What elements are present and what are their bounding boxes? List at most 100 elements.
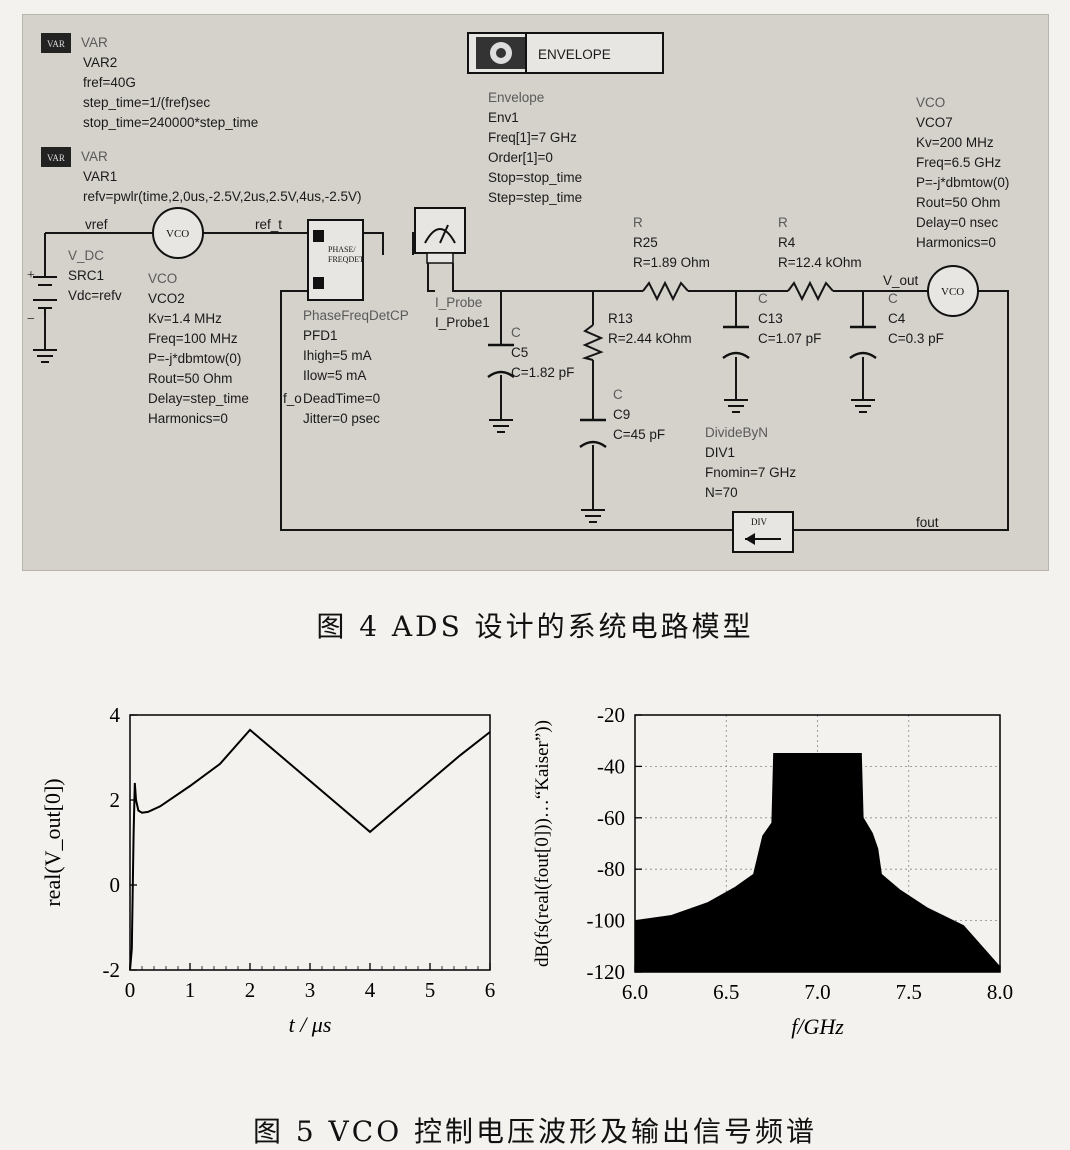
envelope-line-3: Order[1]=0 bbox=[488, 150, 553, 165]
var1-header: VAR bbox=[81, 149, 108, 164]
figure-5-caption: 图 5 VCO 控制电压波形及输出信号频谱 bbox=[252, 1115, 818, 1148]
envelope-line-2: Freq[1]=7 GHz bbox=[488, 130, 577, 145]
envelope-box: ENVELOPE bbox=[467, 32, 664, 74]
node-ref-t: ref_t bbox=[255, 217, 282, 232]
x-tick-label: 2 bbox=[245, 978, 256, 1002]
c5-symbol bbox=[487, 343, 515, 433]
x-tick-label: 8.0 bbox=[987, 980, 1013, 1004]
vco7-symbol-label: VCO bbox=[941, 286, 964, 298]
pfd-line-2: PFD1 bbox=[303, 328, 338, 343]
var2-name: VAR2 bbox=[83, 55, 117, 70]
y-tick-label: -80 bbox=[597, 857, 625, 881]
y-tick-label: 0 bbox=[110, 873, 121, 897]
r4-line-1: R bbox=[778, 215, 788, 230]
c4-params: C C4 C=0.3 pF bbox=[888, 291, 944, 346]
vco2-line-7: Delay=step_time bbox=[148, 391, 249, 406]
node-fout: fout bbox=[916, 515, 939, 530]
dc-source: + − bbox=[27, 268, 57, 363]
envelope-params: Envelope Env1 Freq[1]=7 GHz Order[1]=0 S… bbox=[488, 90, 582, 205]
vco7-line-2: Kv=200 MHz bbox=[916, 135, 994, 150]
pfd-line-1: PhaseFreqDetCP bbox=[303, 308, 409, 323]
div-block-text: DIV bbox=[751, 517, 767, 527]
y-tick-label: -120 bbox=[587, 960, 626, 984]
envelope-line-4: Stop=stop_time bbox=[488, 170, 582, 185]
envelope-line-5: Step=step_time bbox=[488, 190, 582, 205]
vco7-params: VCO VCO7 Kv=200 MHz Freq=6.5 GHz P=-j*db… bbox=[916, 95, 1009, 250]
y-tick-label: -20 bbox=[597, 703, 625, 727]
var2-line-3: stop_time=240000*step_time bbox=[83, 115, 258, 130]
svg-text:+: + bbox=[27, 268, 35, 283]
svg-text:VAR: VAR bbox=[47, 153, 65, 163]
var1-block: VAR VAR VAR1 refv=pwlr(time,2,0us,-2.5V,… bbox=[41, 147, 362, 204]
probe-params: I_Probe I_Probe1 bbox=[435, 295, 490, 330]
figure-4-caption: 图 4 ADS 设计的系统电路模型 bbox=[316, 610, 754, 643]
src1-line-2: SRC1 bbox=[68, 268, 104, 283]
x-tick-label: 0 bbox=[125, 978, 136, 1002]
r25-params: R R25 R=1.89 Ohm bbox=[633, 215, 710, 270]
svg-text:VAR: VAR bbox=[47, 39, 65, 49]
var2-header: VAR bbox=[81, 35, 108, 50]
x-tick-label: 7.0 bbox=[804, 980, 830, 1004]
src1-line-3: Vdc=refv bbox=[68, 288, 122, 303]
spectrum-area bbox=[634, 753, 1001, 973]
c13-params: C C13 C=1.07 pF bbox=[758, 291, 821, 346]
pfd-block: PHASE/ FREQDET bbox=[307, 219, 364, 301]
var1-name: VAR1 bbox=[83, 169, 117, 184]
c4-symbol bbox=[849, 325, 877, 413]
c13-line-1: C bbox=[758, 291, 768, 306]
x-tick-label: 4 bbox=[365, 978, 376, 1002]
y-tick-label: -60 bbox=[597, 806, 625, 830]
x-axis-label: f/GHz bbox=[791, 1014, 844, 1039]
svg-text:−: − bbox=[27, 312, 35, 327]
r25-line-3: R=1.89 Ohm bbox=[633, 255, 710, 270]
c13-line-3: C=1.07 pF bbox=[758, 331, 821, 346]
node-f-o: f_o bbox=[283, 391, 302, 406]
vco2-line-2: VCO2 bbox=[148, 291, 185, 306]
y-tick-label: -40 bbox=[597, 754, 625, 778]
div-params: DivideByN DIV1 Fnomin=7 GHz N=70 bbox=[705, 425, 796, 500]
pfd-line-4: Ilow=5 mA bbox=[303, 368, 366, 383]
envelope-line-1: Env1 bbox=[488, 110, 519, 125]
r25-line-2: R25 bbox=[633, 235, 658, 250]
src1-params: V_DC SRC1 Vdc=refv bbox=[68, 248, 122, 303]
c13-line-2: C13 bbox=[758, 311, 783, 326]
x-tick-label: 6 bbox=[485, 978, 496, 1002]
r13-symbol bbox=[581, 324, 604, 361]
series-line bbox=[129, 728, 491, 971]
r4-line-2: R4 bbox=[778, 235, 796, 250]
x-tick-label: 3 bbox=[305, 978, 316, 1002]
y-axis-label: real(V_out[0]) bbox=[40, 778, 65, 906]
div-line-1: DivideByN bbox=[705, 425, 768, 440]
y-tick-label: -100 bbox=[587, 909, 626, 933]
c9-line-2: C9 bbox=[613, 407, 630, 422]
x-tick-label: 7.5 bbox=[896, 980, 922, 1004]
c5-line-1: C bbox=[511, 325, 521, 340]
c9-line-1: C bbox=[613, 387, 623, 402]
envelope-header: Envelope bbox=[488, 90, 544, 105]
probe-line-1: I_Probe bbox=[435, 295, 482, 310]
r13-params: R13 R=2.44 kOhm bbox=[608, 311, 692, 346]
c13-symbol bbox=[722, 325, 750, 413]
circuit-diagram: VAR VAR VAR2 fref=40G step_time=1/(fref)… bbox=[27, 32, 1009, 553]
c9-line-3: C=45 pF bbox=[613, 427, 665, 442]
c5-line-2: C5 bbox=[511, 345, 528, 360]
pfd-line-6: Jitter=0 psec bbox=[303, 411, 380, 426]
vco2-line-6: Rout=50 Ohm bbox=[148, 371, 232, 386]
vco7-symbol: VCO bbox=[927, 265, 979, 317]
r4-line-3: R=12.4 kOhm bbox=[778, 255, 862, 270]
r13-line-2: R=2.44 kOhm bbox=[608, 331, 692, 346]
node-v-out: V_out bbox=[883, 273, 919, 288]
pfd-line-3: Ihigh=5 mA bbox=[303, 348, 372, 363]
r25-line-1: R bbox=[633, 215, 643, 230]
var2-line-2: step_time=1/(fref)sec bbox=[83, 95, 210, 110]
r4-symbol bbox=[787, 280, 834, 302]
vco2-line-3: Kv=1.4 MHz bbox=[148, 311, 222, 326]
x-tick-label: 1 bbox=[185, 978, 196, 1002]
c9-symbol bbox=[579, 418, 607, 523]
vco2-symbol-label: VCO bbox=[166, 228, 189, 240]
plot-frame bbox=[129, 714, 491, 971]
src1-line-1: V_DC bbox=[68, 248, 104, 263]
vco2-line-4: Freq=100 MHz bbox=[148, 331, 238, 346]
